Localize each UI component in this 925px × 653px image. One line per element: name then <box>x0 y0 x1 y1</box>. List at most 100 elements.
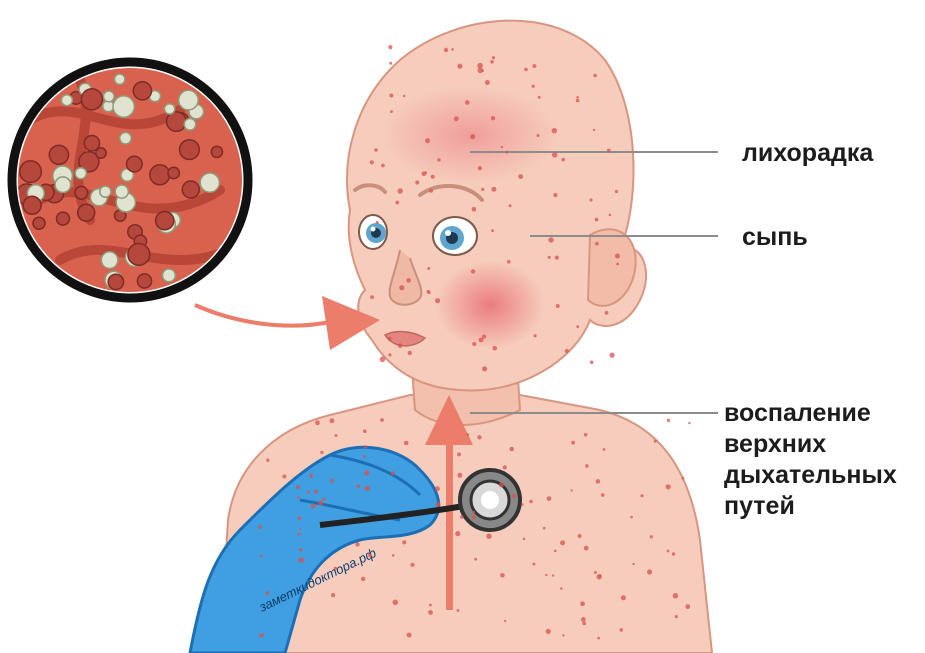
rash-spot <box>472 342 476 346</box>
rash-spot <box>491 116 495 120</box>
rash-spot <box>595 242 599 246</box>
rash-spot <box>654 440 657 443</box>
virus-cell <box>75 186 88 199</box>
rash-spot <box>597 574 602 579</box>
rash-spot <box>355 542 359 546</box>
virus-cell <box>200 173 219 192</box>
rash-spot <box>596 479 601 484</box>
rash-spot <box>329 418 334 423</box>
rash-spot <box>311 503 316 508</box>
rash-spot <box>521 503 524 506</box>
rash-spot <box>499 483 504 488</box>
rash-spot <box>429 189 433 193</box>
rash-spot <box>298 557 304 563</box>
rash-spot <box>571 489 573 491</box>
rash-spot <box>593 129 595 131</box>
rash-spot <box>673 593 678 598</box>
rash-spot <box>589 198 592 201</box>
rash-spot <box>389 62 392 65</box>
virus-cell <box>182 181 199 198</box>
rash-spot <box>370 160 374 164</box>
virus-cell <box>96 148 106 158</box>
rash-spot <box>427 290 430 293</box>
rash-spot <box>331 593 335 597</box>
rash-spot <box>507 260 511 264</box>
rash-spot <box>582 622 586 626</box>
rash-spot <box>457 473 462 478</box>
rash-spot <box>594 571 597 574</box>
rash-spot <box>374 148 378 152</box>
rash-spot <box>667 550 670 553</box>
rash-spot <box>580 601 585 606</box>
rash-spot <box>601 493 605 497</box>
rash-spot <box>390 110 393 113</box>
rash-spot <box>315 420 320 425</box>
rash-spot <box>621 595 626 600</box>
virus-cell <box>168 167 179 178</box>
rash-spot <box>402 540 406 544</box>
forehead-flush <box>380 85 560 185</box>
rash-spot <box>552 574 554 576</box>
rash-spot <box>509 447 514 452</box>
rash-spot <box>561 158 565 162</box>
rash-spot <box>380 357 386 363</box>
virus-cell <box>150 165 170 185</box>
rash-spot <box>545 574 547 576</box>
virus-cell <box>184 119 196 131</box>
rash-spot <box>318 500 323 505</box>
rash-spot <box>265 591 269 595</box>
rash-spot <box>457 452 461 456</box>
rash-spot <box>491 229 494 232</box>
rash-spot <box>428 610 433 615</box>
rash-spot <box>605 311 609 315</box>
rash-spot <box>609 214 612 217</box>
virus-magnifier <box>10 60 250 300</box>
rash-spot <box>454 116 459 121</box>
rash-spot <box>465 100 470 105</box>
virus-cell <box>78 204 95 221</box>
virus-cell <box>103 91 114 102</box>
rash-spot <box>393 600 399 606</box>
virus-cell <box>20 161 42 183</box>
virus-cell <box>128 244 150 266</box>
rash-spot <box>320 451 323 454</box>
rash-spot <box>297 496 300 499</box>
rash-spot <box>380 418 384 422</box>
rash-spot <box>675 615 678 618</box>
rash-spot <box>266 459 269 462</box>
rash-spot <box>363 455 366 458</box>
label-fever: лихорадка <box>742 138 873 169</box>
rash-spot <box>492 346 497 351</box>
virus-cell <box>81 89 102 110</box>
rash-spot <box>547 496 552 501</box>
rash-spot <box>593 74 597 78</box>
rash-spot <box>556 304 560 308</box>
virus-cell <box>127 156 143 172</box>
rash-spot <box>282 475 286 479</box>
rash-spot <box>491 187 496 192</box>
rash-spot <box>482 335 486 339</box>
rash-spot <box>389 94 393 98</box>
rash-spot <box>571 441 575 445</box>
rash-spot <box>471 269 475 273</box>
rash-spot <box>408 351 412 355</box>
arrow-up-shaft <box>446 440 453 610</box>
rash-spot <box>404 441 409 446</box>
rash-spot <box>299 548 302 551</box>
rash-spot <box>398 188 403 193</box>
rash-spot <box>552 152 557 157</box>
rash-spot <box>501 146 503 148</box>
rash-spot <box>451 48 454 51</box>
rash-spot <box>581 617 586 622</box>
label-rash: сыпь <box>742 222 808 253</box>
rash-spot <box>555 256 559 260</box>
rash-spot <box>685 604 690 609</box>
virus-cell <box>164 104 174 114</box>
rash-spot <box>435 486 440 491</box>
virus-cell <box>156 212 174 230</box>
rash-spot <box>365 486 370 491</box>
rash-spot <box>576 325 579 328</box>
rash-spot <box>444 48 448 52</box>
rash-spot <box>460 515 464 519</box>
